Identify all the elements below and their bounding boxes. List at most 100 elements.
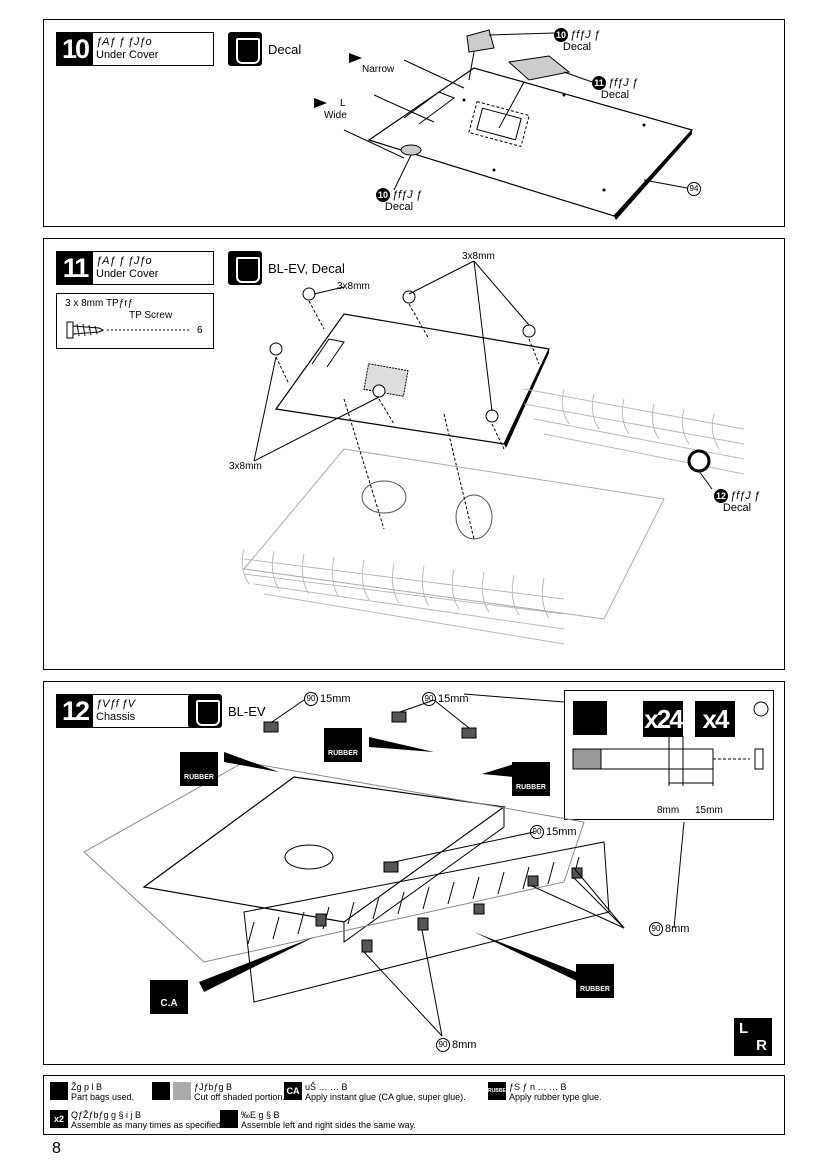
bag-label: BL-EV bbox=[228, 704, 266, 719]
callout-en: Decal bbox=[384, 201, 414, 213]
dimension-label: 15mm bbox=[320, 692, 351, 705]
step-title-en: Under Cover bbox=[96, 268, 159, 280]
part-bag-icon bbox=[228, 251, 262, 285]
legend-en: Apply rubber type glue. bbox=[509, 1092, 602, 1102]
part-number-badge: 94 bbox=[687, 182, 701, 196]
lr-r: R bbox=[756, 1037, 767, 1054]
rubber-glue-icon: RUBBER bbox=[512, 762, 550, 796]
narrow-label: Narrow bbox=[362, 64, 395, 75]
screw-qty: 6 bbox=[197, 325, 203, 336]
legend-en: Apply instant glue (CA glue, super glue)… bbox=[305, 1092, 466, 1102]
dimension-label: 8mm bbox=[452, 1038, 477, 1051]
rubber-glue-icon: RUBBER bbox=[576, 964, 614, 998]
part-number-94: 94 bbox=[687, 182, 703, 196]
callout-number-badge: 12 bbox=[714, 489, 728, 503]
shaded-portion-icon bbox=[173, 1082, 191, 1100]
step-title: ƒVƒf ƒV Chassis bbox=[93, 695, 135, 727]
page-number: 8 bbox=[52, 1140, 61, 1157]
screw-label-3x8mm-top: 3x8mm bbox=[462, 251, 495, 262]
callout-jp: ƒfƒJ ƒ bbox=[392, 188, 422, 201]
legend-jp: ƒJƒbƒg B bbox=[194, 1082, 233, 1092]
step-title: ƒAƒ ƒ ƒJƒo Under Cover bbox=[93, 252, 158, 284]
callout-en: Decal bbox=[562, 41, 592, 53]
legend-en: Assemble left and right sides the same w… bbox=[241, 1120, 416, 1130]
step-title-jp: ƒAƒ ƒ ƒJƒo bbox=[96, 255, 152, 267]
ca-glue-icon: CA bbox=[284, 1082, 302, 1100]
callout-en: Decal bbox=[722, 502, 752, 514]
times-icon: x2 bbox=[50, 1110, 68, 1128]
part-bag-icon bbox=[228, 32, 262, 66]
times-24-badge: x24 bbox=[643, 701, 684, 737]
step-title-en: Chassis bbox=[96, 711, 136, 723]
part-number-badge: 90 bbox=[436, 1038, 450, 1052]
step-11-panel: 11 ƒAƒ ƒ ƒJƒo Under Cover BL-EV, Decal 3… bbox=[43, 238, 785, 670]
legend-en: Part bags used. bbox=[71, 1092, 135, 1102]
legend-jp: Žg p l B bbox=[71, 1082, 103, 1092]
step-10-panel: 10 ƒAƒ ƒ ƒJƒo Under Cover Decal bbox=[43, 19, 785, 227]
screw-en: TP Screw bbox=[129, 310, 173, 321]
dimension-label: 8mm bbox=[665, 922, 690, 935]
dimension-label: 15mm bbox=[546, 825, 577, 838]
legend-jp: QƒŽƒbƒg g § i j B bbox=[71, 1110, 142, 1120]
callout-en: Decal bbox=[600, 89, 630, 101]
legend-en: Cut off shaded portion. bbox=[194, 1092, 285, 1102]
step-title-jp: ƒVƒf ƒV bbox=[96, 698, 136, 710]
callout-number-badge: 10 bbox=[376, 188, 390, 202]
left-right-icon bbox=[220, 1110, 238, 1128]
callout-jp: ƒfƒJ ƒ bbox=[608, 76, 638, 89]
step-10-header: 10 ƒAƒ ƒ ƒJƒo Under Cover bbox=[56, 32, 214, 66]
cut-icon bbox=[573, 701, 607, 735]
rubber-glue-icon: RUBBER bbox=[324, 728, 362, 762]
callout-number-badge: 11 bbox=[592, 76, 606, 90]
bag-label: Decal bbox=[268, 42, 302, 57]
ca-glue-icon: C.A bbox=[150, 980, 188, 1014]
step-title-jp: ƒAƒ ƒ ƒJƒo bbox=[96, 36, 152, 48]
callout-jp: ƒfƒJ ƒ bbox=[730, 489, 760, 502]
screw-icon bbox=[66, 321, 191, 339]
part-bag-icon bbox=[188, 694, 222, 728]
chassis-tracks-drawing bbox=[83, 693, 685, 1037]
part-number-badge: 90 bbox=[530, 825, 544, 839]
left-right-icon: L R bbox=[734, 1018, 772, 1056]
legend-en: Assemble as many times as specified. bbox=[71, 1120, 224, 1130]
dim-15mm: 15mm bbox=[695, 805, 723, 816]
part-bag-icon bbox=[50, 1082, 68, 1100]
lr-l: L bbox=[739, 1020, 749, 1037]
cut-detail-inset: x24 x4 8mm 15mm bbox=[564, 690, 774, 820]
part-number-badge: 90 bbox=[422, 692, 436, 706]
screw-label-3x8mm-left: 3x8mm bbox=[229, 461, 262, 472]
step-number: 11 bbox=[57, 252, 93, 284]
cut-icon bbox=[152, 1082, 170, 1100]
rubber-glue-icon: RUBBER bbox=[180, 752, 218, 786]
wide-label-l: L bbox=[340, 98, 346, 109]
dim-8mm: 8mm bbox=[657, 805, 680, 816]
screw-parts-box: 3 x 8mm TPƒrƒ TP Screw 6 bbox=[56, 293, 214, 349]
step-11-header: 11 ƒAƒ ƒ ƒJƒo Under Cover bbox=[56, 251, 214, 285]
dimension-label: 15mm bbox=[438, 692, 469, 705]
times-4-badge: x4 bbox=[695, 701, 735, 737]
callout-number-badge: 10 bbox=[554, 28, 568, 42]
screw-jp: 3 x 8mm TPƒrƒ bbox=[65, 298, 134, 309]
step-number: 10 bbox=[57, 33, 93, 65]
screw-label-3x8mm-mid: 3x8mm bbox=[337, 281, 370, 292]
legend-jp: ƒS ƒ n … … B bbox=[509, 1082, 567, 1092]
callout-jp: ƒfƒJ ƒ bbox=[570, 28, 600, 41]
legend-jp: ‰E g § B bbox=[241, 1110, 280, 1120]
step-number: 12 bbox=[57, 695, 93, 727]
under-cover-drawing bbox=[314, 29, 694, 220]
under-cover-chassis-drawing bbox=[241, 260, 745, 645]
step-12-panel: 12 ƒVƒf ƒV Chassis BL-EV x24 x4 8mm 15mm bbox=[43, 681, 785, 1065]
